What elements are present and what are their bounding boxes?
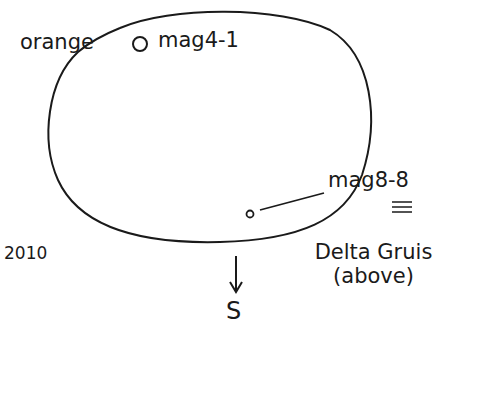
date-label: 2010 — [4, 244, 47, 264]
magnitude-label: mag8-8 — [328, 168, 409, 192]
leader-line — [260, 193, 324, 210]
direction-label: S — [226, 298, 241, 326]
underline-mark — [392, 206, 412, 208]
direction-arrow — [235, 256, 237, 290]
field-of-view-circle — [48, 12, 371, 242]
bright-star — [133, 37, 147, 51]
arrow-head — [230, 282, 242, 292]
faint-star — [247, 211, 254, 218]
color-note: orange — [20, 30, 94, 54]
underline-mark — [392, 201, 412, 203]
star-name: Delta Gruis (above) — [306, 240, 441, 288]
underline-mark — [392, 211, 412, 213]
magnitude-label: mag4-1 — [158, 28, 239, 52]
